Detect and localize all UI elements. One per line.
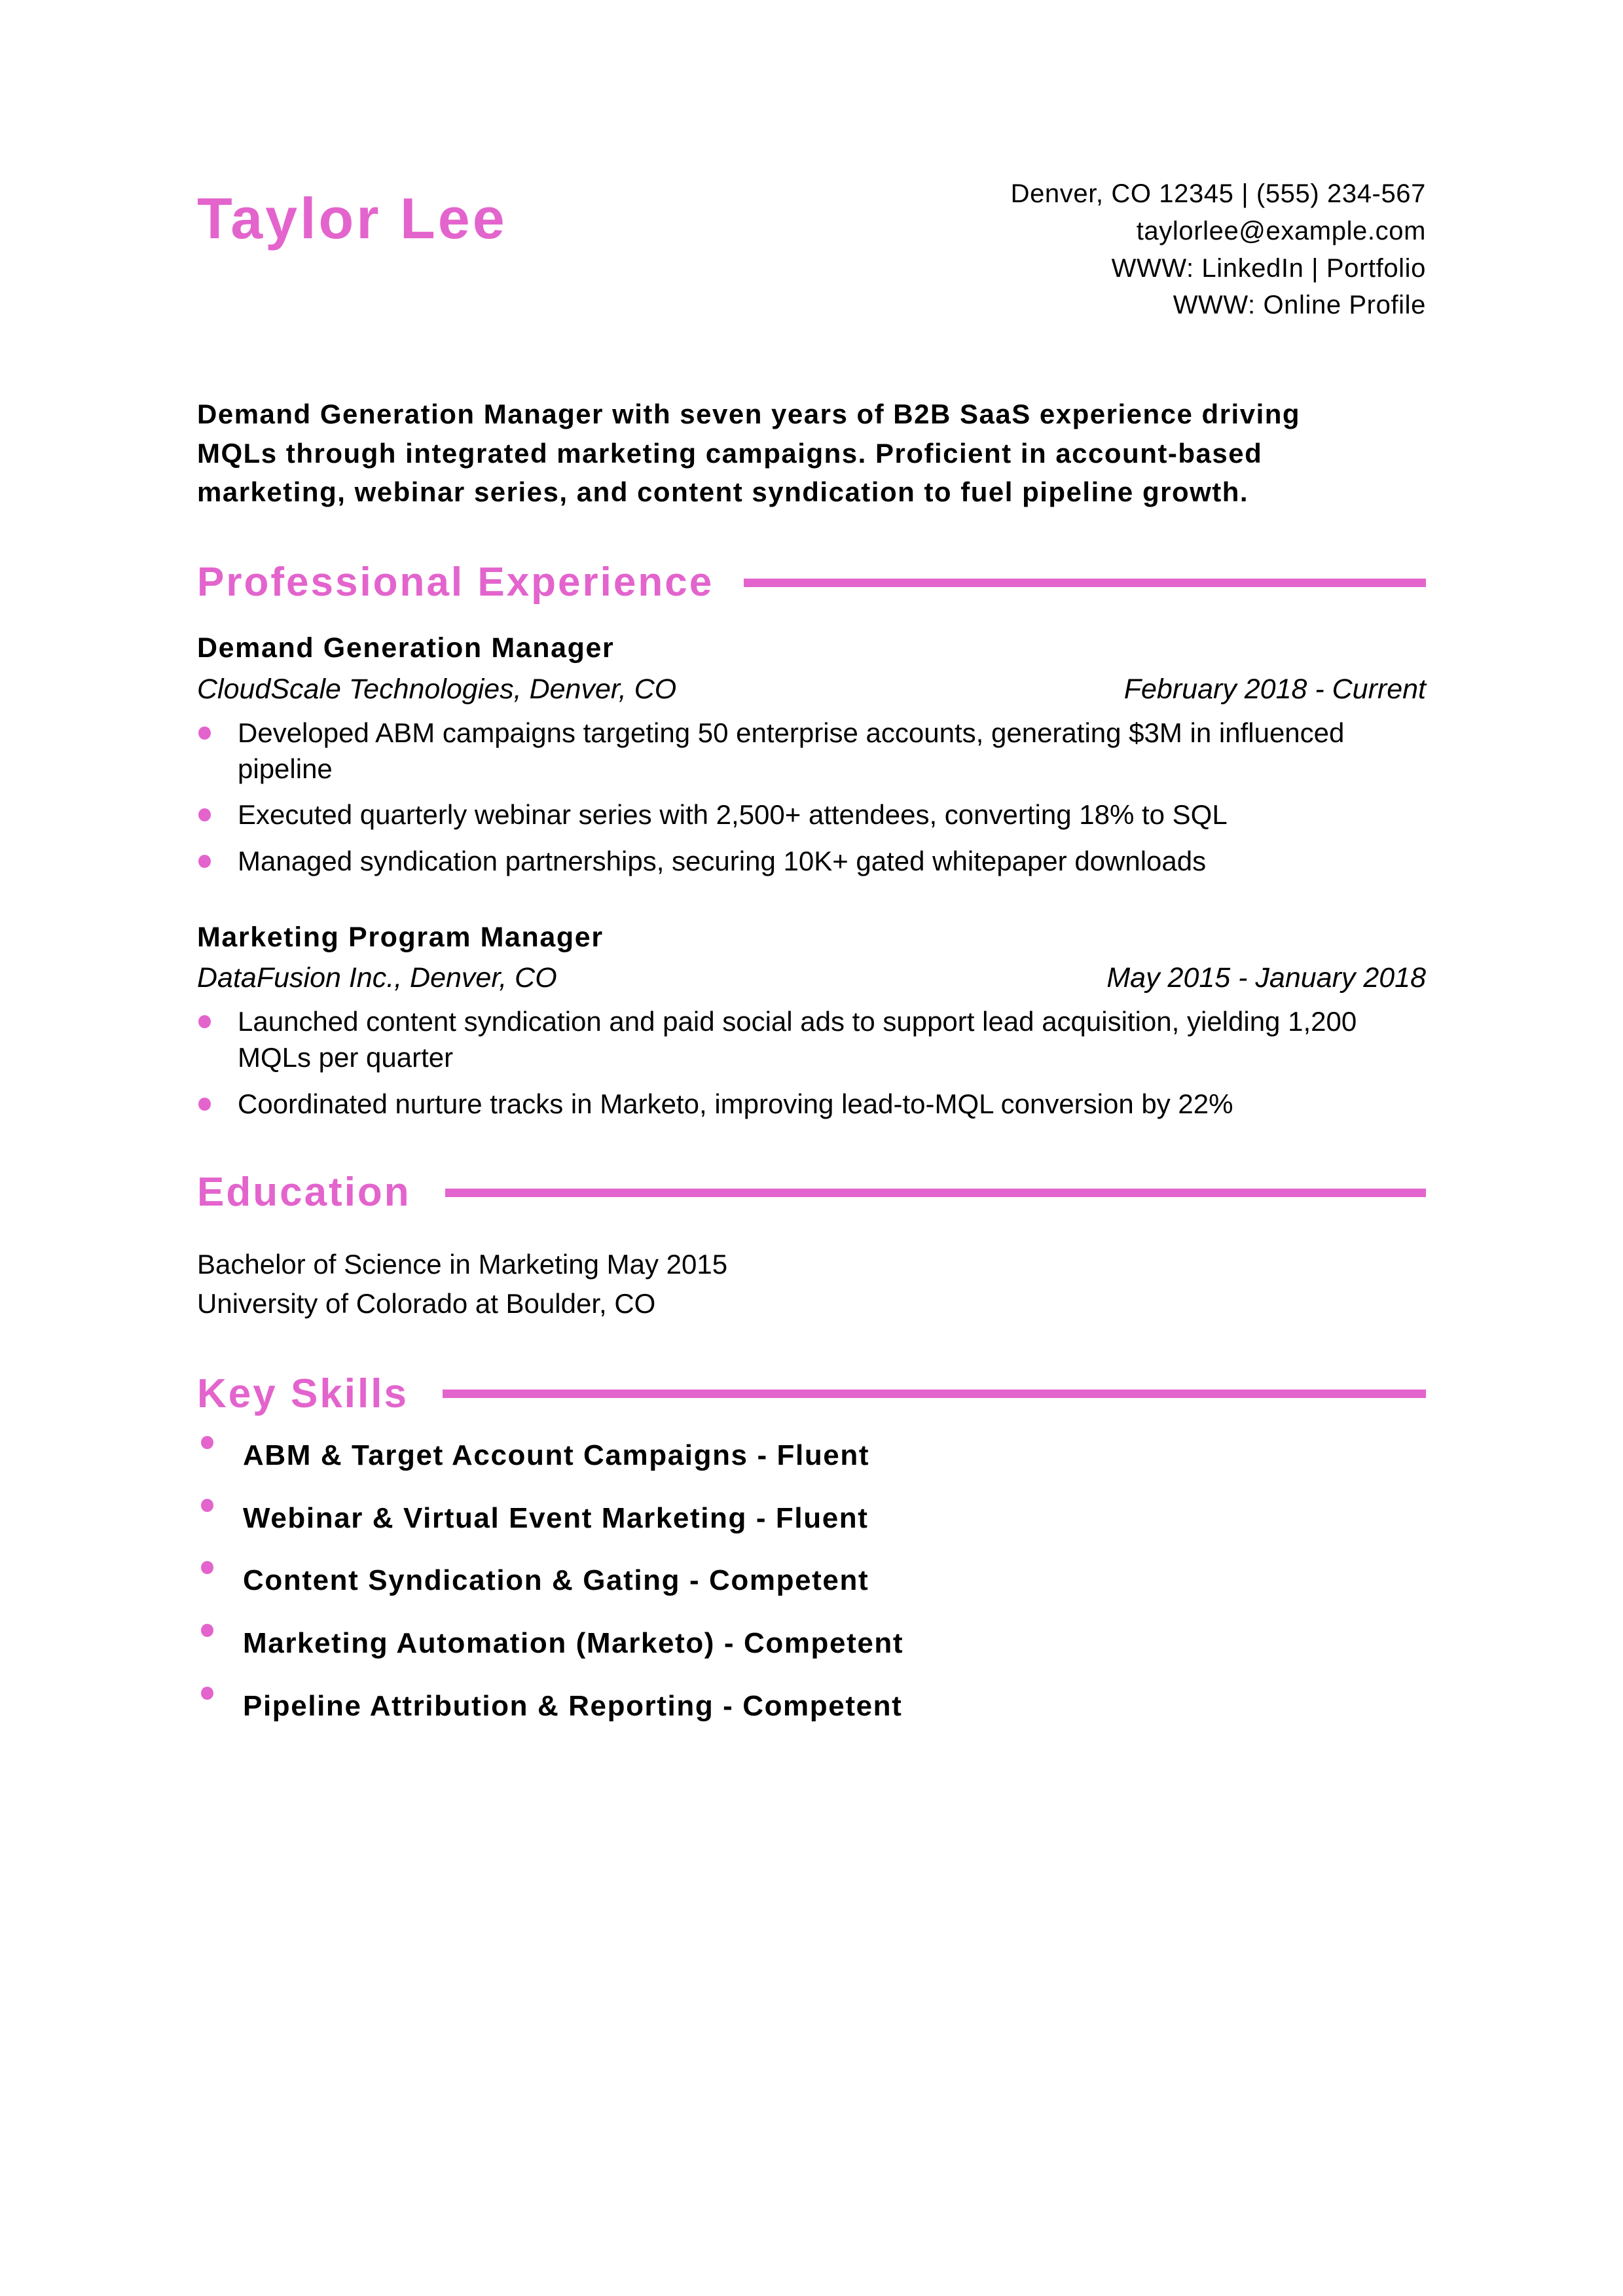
skill-item: Content Syndication & Gating - Competent: [197, 1561, 1426, 1598]
education-entry: Bachelor of Science in Marketing May 201…: [197, 1245, 1426, 1323]
job-bullet: Developed ABM campaigns targeting 50 ent…: [197, 715, 1426, 787]
section-title-experience: Professional Experience: [197, 560, 714, 605]
job-bullet: Managed syndication partnerships, securi…: [197, 844, 1426, 880]
contact-line-links: WWW: LinkedIn | Portfolio: [1111, 253, 1426, 283]
contact-block: Denver, CO 12345 | (555) 234-567 taylorl…: [1011, 175, 1426, 324]
section-heading-experience: Professional Experience: [197, 560, 1426, 605]
job-bullet: Coordinated nurture tracks in Marketo, i…: [197, 1086, 1426, 1122]
contact-line-profile: WWW: Online Profile: [1173, 291, 1426, 320]
experience-entry: Demand Generation Manager CloudScale Tec…: [197, 631, 1426, 879]
job-dates: February 2018 - Current: [1123, 673, 1426, 705]
job-bullet-list: Launched content syndication and paid so…: [197, 1004, 1426, 1122]
section-title-education: Education: [197, 1170, 411, 1215]
skill-item: Webinar & Virtual Event Marketing - Flue…: [197, 1498, 1426, 1536]
candidate-name: Taylor Lee: [197, 186, 507, 251]
job-title: Demand Generation Manager: [197, 632, 615, 664]
section-title-skills: Key Skills: [197, 1371, 409, 1416]
job-meta: DataFusion Inc., Denver, CO May 2015 - J…: [197, 961, 1426, 995]
section-heading-skills: Key Skills: [197, 1371, 1426, 1416]
professional-summary: Demand Generation Manager with seven yea…: [197, 399, 1301, 508]
job-meta: CloudScale Technologies, Denver, CO Febr…: [197, 672, 1426, 706]
skill-item: ABM & Target Account Campaigns - Fluent: [197, 1435, 1426, 1473]
education-school: University of Colorado at Boulder, CO: [197, 1288, 656, 1319]
section-rule-experience: [744, 578, 1426, 587]
job-dates: May 2015 - January 2018: [1106, 961, 1426, 994]
contact-line-email: taylorlee@example.com: [1136, 216, 1426, 245]
section-heading-education: Education: [197, 1170, 1426, 1215]
skill-item: Marketing Automation (Marketo) - Compete…: [197, 1624, 1426, 1661]
job-bullet: Executed quarterly webinar series with 2…: [197, 797, 1426, 833]
skill-item: Pipeline Attribution & Reporting - Compe…: [197, 1687, 1426, 1724]
job-bullet: Launched content syndication and paid so…: [197, 1004, 1426, 1075]
skills-list: ABM & Target Account Campaigns - Fluent …: [197, 1435, 1426, 1724]
education-degree: Bachelor of Science in Marketing May 201…: [197, 1249, 728, 1280]
section-rule-education: [445, 1188, 1426, 1197]
resume-header: Taylor Lee Denver, CO 12345 | (555) 234-…: [197, 0, 1426, 324]
job-company: DataFusion Inc., Denver, CO: [197, 961, 557, 994]
experience-entry: Marketing Program Manager DataFusion Inc…: [197, 920, 1426, 1122]
job-title: Marketing Program Manager: [197, 921, 604, 953]
contact-line-address: Denver, CO 12345 | (555) 234-567: [1010, 179, 1426, 208]
section-rule-skills: [442, 1390, 1426, 1399]
job-company: CloudScale Technologies, Denver, CO: [197, 673, 677, 705]
job-bullet-list: Developed ABM campaigns targeting 50 ent…: [197, 715, 1426, 879]
